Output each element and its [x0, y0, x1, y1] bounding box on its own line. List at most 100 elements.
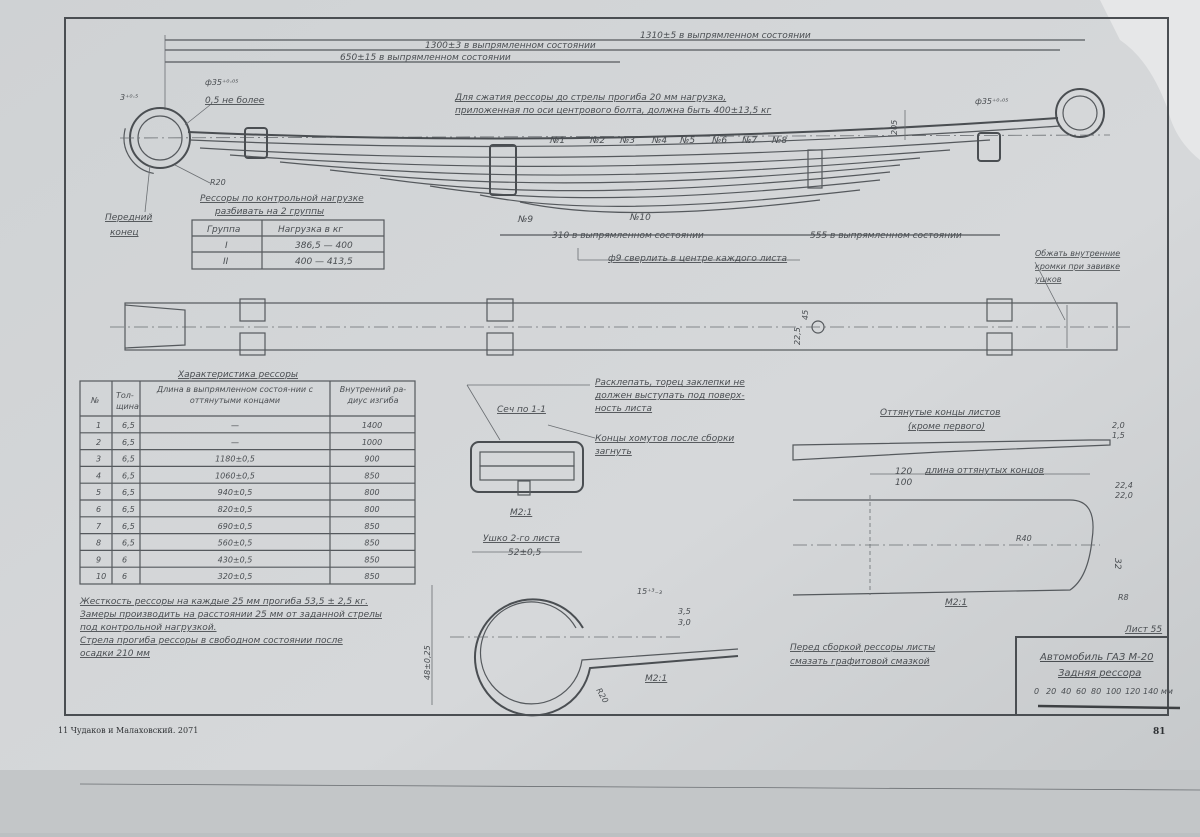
tapered-title: Оттянутые концы листов	[880, 408, 1000, 418]
scale-tick: 100	[1106, 687, 1121, 696]
group-table-title-2: разбивать на 2 группы	[214, 207, 324, 217]
scale-tick: 140 мм	[1143, 687, 1173, 696]
spec-cell: 690±0,5	[218, 522, 253, 531]
bend-note: Обжать внутренние	[1035, 249, 1120, 258]
front-end-label: Передний	[105, 213, 153, 223]
spec-table: Характеристика рессоры № Тол- щина Длина…	[79, 370, 416, 659]
spec-cell: 4	[96, 471, 101, 480]
group-table-header: Группа	[207, 225, 240, 235]
eye-detail-title: Ушко 2-го листа	[483, 534, 560, 544]
torn-corner	[1100, 0, 1200, 160]
drill-note: ф9 сверлить в центре каждого листа	[608, 254, 787, 264]
spec-header: №	[90, 396, 99, 405]
leaf-label: №1	[549, 136, 565, 146]
group-cell: I	[225, 241, 228, 251]
spec-cell: 7	[96, 522, 102, 531]
sheet-number: Лист 55	[1124, 625, 1162, 635]
spec-cell: 800	[364, 488, 379, 497]
dim-gap: 0,5 не более	[205, 96, 265, 106]
stiffness-note: Замеры производить на расстоянии 25 мм о…	[80, 610, 382, 620]
spec-cell: 900	[364, 455, 379, 464]
dim-w2: 22,0	[1115, 491, 1133, 500]
scale-tick: 20	[1046, 687, 1056, 696]
dim-angle: 15⁺³₋₃	[637, 587, 662, 596]
spec-table-title: Характеристика рессоры	[177, 370, 298, 380]
dim-height: 205	[890, 120, 899, 135]
scale-tick: 80	[1091, 687, 1101, 696]
dim-thick-1: 3,5	[678, 607, 691, 616]
spec-cell: 6	[96, 505, 101, 514]
load-note-1: Для сжатия рессоры до стрелы прогиба 20 …	[454, 93, 726, 103]
leaf-label: №4	[651, 136, 667, 146]
spec-cell: 850	[364, 471, 379, 480]
clamp	[977, 132, 1001, 162]
spec-cell: —	[231, 438, 239, 447]
rear-eye	[1055, 88, 1105, 138]
spec-cell: 1180±0,5	[215, 455, 255, 464]
center-bolt	[807, 149, 823, 189]
stiffness-note: под контрольной нагрузкой.	[80, 623, 217, 633]
leaf-label: №8	[771, 136, 787, 146]
dim-r40: R40	[1016, 534, 1032, 543]
spec-cell: 940±0,5	[218, 488, 253, 497]
stiffness-note: Стрела прогиба рессоры в свободном состо…	[80, 636, 343, 646]
scale-tick: 60	[1076, 687, 1086, 696]
dim-width: 45	[801, 310, 810, 320]
title-line-1: Автомобиль ГАЗ М-20	[1039, 651, 1153, 663]
dim-width-2: 22,5	[793, 327, 802, 345]
leaf-label: №7	[741, 136, 757, 146]
spec-cell: 1060±0,5	[215, 471, 255, 480]
dim-w1: 22,4	[1115, 481, 1133, 490]
scale-tick: 40	[1061, 687, 1071, 696]
load-note-2: приложенная по оси центрового болта, дол…	[455, 106, 771, 116]
spec-cell: 1000	[362, 438, 382, 447]
scale-bar: 0 20 40 60 80 100 120 140 мм	[1034, 687, 1181, 710]
footer-credit: 11 Чудаков и Малаховский. 2071	[58, 726, 198, 735]
spec-cell: 820±0,5	[218, 505, 253, 514]
dim-overall-1: 1310±5 в выпрямленном состоянии	[640, 31, 811, 41]
eye-scale: М2:1	[645, 674, 667, 684]
group-cell: 386,5 — 400	[295, 241, 353, 251]
dim-eye-width: 52±0,5	[508, 548, 542, 558]
spec-cell: 6,5	[122, 455, 135, 464]
rivet-note: Расклепать, торец заклепки не	[595, 378, 745, 388]
tapered-ends-detail: Оттянутые концы листов (кроме первого) 2…	[792, 408, 1133, 608]
page-number: 81	[1153, 727, 1166, 737]
dim-eye-right: ф35⁺⁰·⁰⁵	[975, 97, 1008, 106]
center-clamp	[489, 144, 517, 196]
spec-header: Длина в выпрямленном состоя-нии с оттяну…	[156, 385, 314, 405]
spec-header: щина	[116, 402, 139, 411]
dim-overall-2: 1300±3 в выпрямленном состоянии	[425, 41, 596, 51]
spec-cell: 430±0,5	[218, 555, 253, 564]
dim-t1: 2,0	[1112, 421, 1125, 430]
dim-t2: 1,5	[1112, 431, 1125, 440]
dim-len-1: 120	[895, 467, 912, 477]
leaf-label: №5	[679, 136, 695, 146]
rivet-note: ность листа	[595, 404, 652, 414]
spec-cell: 6,5	[122, 539, 135, 548]
leaf-label: №6	[711, 136, 727, 146]
spec-cell: 1	[96, 421, 101, 430]
section-title: Сеч по 1-1	[497, 405, 546, 415]
spec-cell: 850	[364, 522, 379, 531]
dim-eye-height: 48±0,25	[423, 645, 432, 680]
section-view: Сеч по 1-1 М2:1 Расклепать, торец заклеп…	[466, 378, 745, 518]
scale-tick: 0	[1034, 687, 1039, 696]
spec-cell: 2	[96, 438, 101, 447]
spec-cell: —	[231, 421, 239, 430]
spec-cell: 3	[96, 455, 101, 464]
dim-eye-left: ф35⁺⁰·⁰⁵	[205, 78, 238, 87]
spec-cell: 800	[364, 505, 379, 514]
spec-cell: 6,5	[122, 438, 135, 447]
spec-cell: 850	[364, 539, 379, 548]
spec-cell: 850	[364, 572, 379, 581]
tapered-scale: М2:1	[945, 598, 967, 608]
spec-cell: 6	[122, 572, 127, 581]
eye-detail: Ушко 2-го листа 52±0,5 48±0,25 15⁺³₋₃ 3,…	[423, 534, 739, 717]
dim-len-2: 100	[895, 478, 912, 488]
dim-r8: R8	[1118, 593, 1129, 602]
scale-tick: 120	[1125, 687, 1140, 696]
